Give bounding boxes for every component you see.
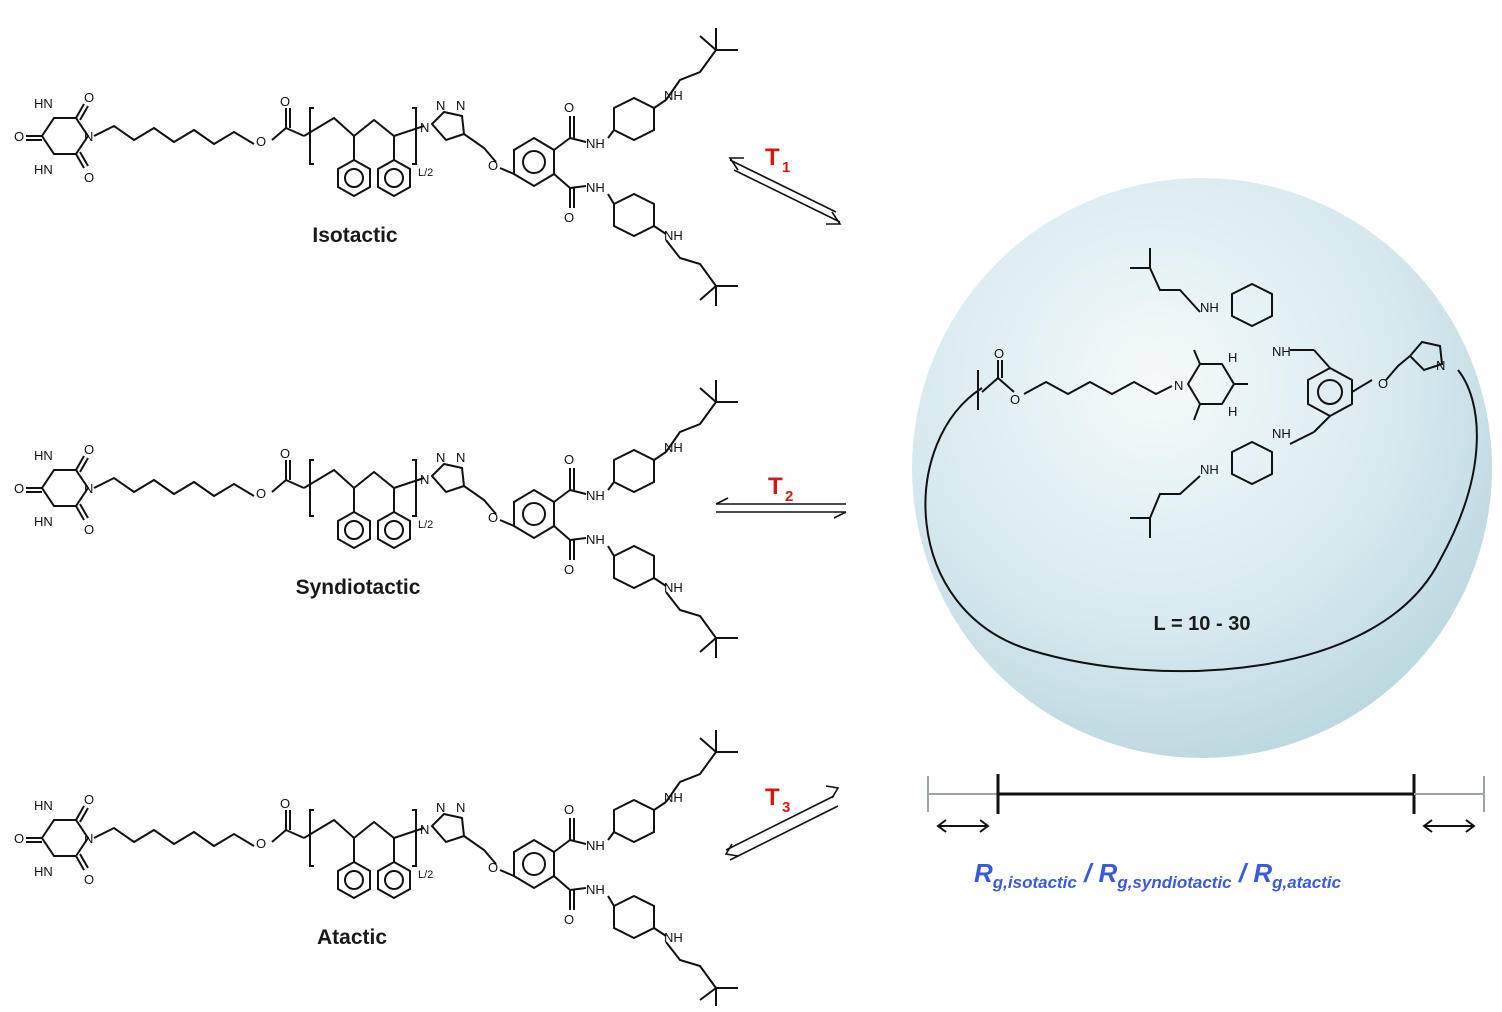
atom-o: O [14, 481, 24, 496]
atom-nh: NH [1272, 344, 1291, 359]
atom-o: O [84, 90, 94, 105]
atom-o: O [488, 860, 498, 875]
atom-nh: NH [586, 882, 605, 897]
repeat-subscript: L/2 [418, 869, 433, 881]
atom-o: O [564, 912, 574, 927]
atom-nh: NH [664, 580, 683, 595]
atom-nh: NH [664, 790, 683, 805]
molecule-isotactic: HN O HN N O O O O L/2 N N N O O NH O NH … [14, 88, 683, 243]
atom-o: O [1378, 376, 1388, 391]
atom-nh: NH [586, 488, 605, 503]
atom-o: O [280, 446, 290, 461]
atom-n: N [436, 450, 445, 465]
tert-butyl-groups [665, 28, 738, 306]
atom-n: N [420, 120, 429, 135]
atom-hn: HN [34, 162, 53, 177]
t3-subscript: 3 [782, 799, 790, 816]
atom-nh: NH [664, 228, 683, 243]
t2-subscript: 2 [785, 488, 793, 505]
atom-n: N [1174, 378, 1183, 393]
tert-butyl-groups [665, 730, 738, 1006]
label-syndiotactic: Syndiotactic [296, 576, 421, 599]
atom-n: N [456, 800, 465, 815]
label-isotactic: Isotactic [312, 224, 398, 247]
atom-o: O [564, 100, 574, 115]
atom-o: O [994, 346, 1004, 361]
atom-o: O [84, 792, 94, 807]
atom-hn: HN [34, 798, 53, 813]
molecule-atactic: HN O HN N O O O O L/2 N N N O O NH O NH … [14, 790, 683, 945]
polymer-loop [924, 369, 1478, 673]
rg-caption: Rg,isotactic / Rg,syndiotactic / Rg,atac… [974, 858, 1342, 892]
atom-o: O [256, 134, 266, 149]
atom-n: N [84, 831, 93, 846]
t1-symbol: T [765, 144, 780, 171]
equilibrium-arrow-t3: T 3 [724, 784, 840, 861]
atom-n: N [456, 98, 465, 113]
atom-o: O [564, 802, 574, 817]
atom-o: O [256, 486, 266, 501]
atom-nh: NH [664, 440, 683, 455]
chain-length-range: L = 10 - 30 [1154, 613, 1251, 635]
atom-nh: NH [586, 532, 605, 547]
atom-hn: HN [34, 448, 53, 463]
molecule-syndiotactic: HN O HN N O O O O L/2 N N N O O NH O NH … [14, 440, 683, 595]
atom-o: O [564, 452, 574, 467]
t3-symbol: T [765, 784, 780, 811]
atom-o: O [256, 836, 266, 851]
atom-o: O [84, 522, 94, 537]
atom-n: N [1436, 358, 1445, 373]
coil-sphere: O O N H H NH NH NH NH O N L = 10 - 30 [912, 178, 1492, 758]
atom-nh: NH [1272, 426, 1291, 441]
atom-nh: NH [586, 180, 605, 195]
atom-o: O [14, 129, 24, 144]
atom-n: N [84, 481, 93, 496]
atom-o: O [280, 94, 290, 109]
atom-o: O [84, 872, 94, 887]
atom-hn: HN [34, 96, 53, 111]
repeat-subscript: L/2 [418, 167, 433, 179]
atom-o: O [1010, 392, 1020, 407]
atom-hn: HN [34, 864, 53, 879]
atom-o: O [564, 562, 574, 577]
atom-h: H [1228, 350, 1237, 365]
atom-nh: NH [586, 136, 605, 151]
atom-n: N [436, 800, 445, 815]
atom-n: N [456, 450, 465, 465]
atom-n: N [436, 98, 445, 113]
atom-o: O [84, 170, 94, 185]
t2-symbol: T [768, 473, 783, 500]
atom-n: N [420, 822, 429, 837]
t1-subscript: 1 [782, 159, 790, 176]
atom-nh: NH [1200, 300, 1219, 315]
tert-butyl-groups [665, 380, 738, 658]
atom-o: O [280, 796, 290, 811]
atom-o: O [14, 831, 24, 846]
atom-nh: NH [1200, 462, 1219, 477]
equilibrium-arrow-t1: T 1 [728, 144, 842, 225]
atom-n: N [84, 129, 93, 144]
atom-nh: NH [664, 88, 683, 103]
repeat-subscript: L/2 [418, 519, 433, 531]
sphere-body [912, 178, 1492, 758]
atom-n: N [420, 472, 429, 487]
rg-scale-bar [927, 774, 1485, 833]
atom-o: O [488, 510, 498, 525]
equilibrium-arrow-t2: T 2 [715, 473, 847, 519]
label-atactic: Atactic [317, 926, 387, 949]
atom-nh: NH [586, 838, 605, 853]
atom-hn: HN [34, 514, 53, 529]
atom-nh: NH [664, 930, 683, 945]
atom-o: O [84, 442, 94, 457]
atom-h: H [1228, 404, 1237, 419]
atom-o: O [488, 158, 498, 173]
atom-o: O [564, 210, 574, 225]
